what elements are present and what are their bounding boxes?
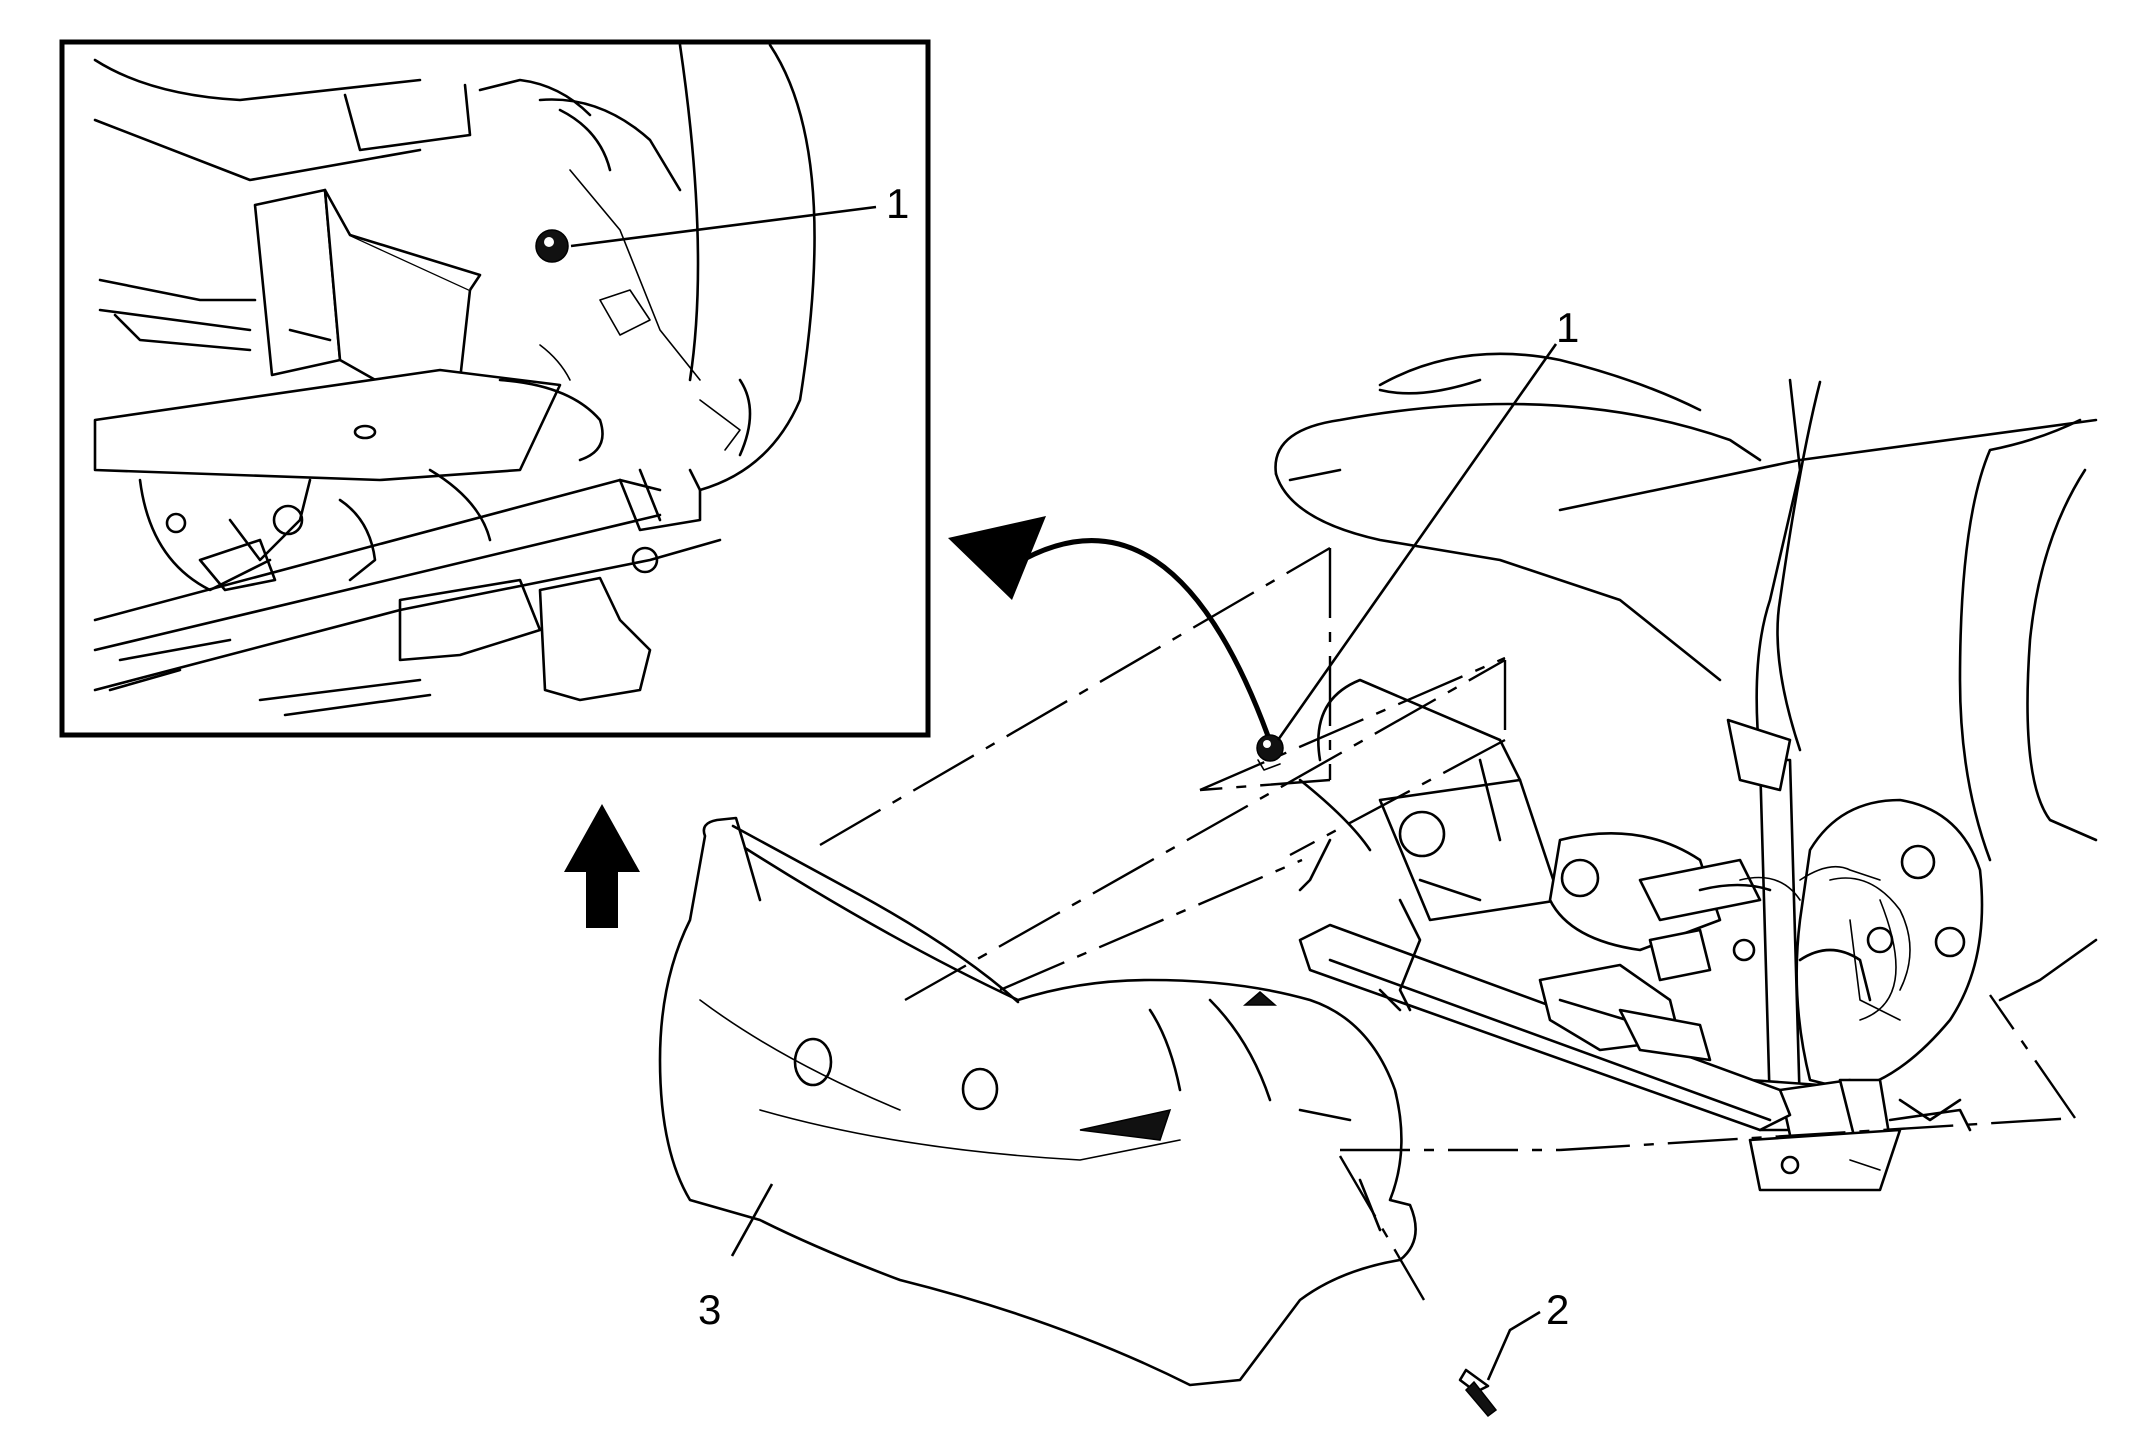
inset-seat-frame-drawing <box>93 43 816 717</box>
inset-callout-leader <box>570 205 877 248</box>
curved-transfer-arrow <box>948 516 1271 737</box>
seat-assembly-drawing <box>1274 352 2098 1192</box>
main-fastener-icon <box>1256 734 1284 771</box>
callout-2: 2 <box>1546 1286 1569 1333</box>
callout-leaders <box>730 343 1558 1381</box>
alignment-lines <box>819 546 2076 1301</box>
seat-side-trim-panel <box>658 816 1417 1387</box>
lower-fastener-icon <box>1458 1368 1498 1418</box>
removal-direction-arrow-icon <box>564 804 640 928</box>
trim-panel-hole-1 <box>793 1037 833 1087</box>
inset-fastener-highlight <box>544 237 554 247</box>
detail-inset: 1 <box>59 39 931 738</box>
inset-callout-1: 1 <box>886 180 909 227</box>
callout-main-1: 1 <box>1556 304 1579 351</box>
trim-panel-hole-2 <box>961 1067 999 1111</box>
callout-3: 3 <box>698 1286 721 1333</box>
